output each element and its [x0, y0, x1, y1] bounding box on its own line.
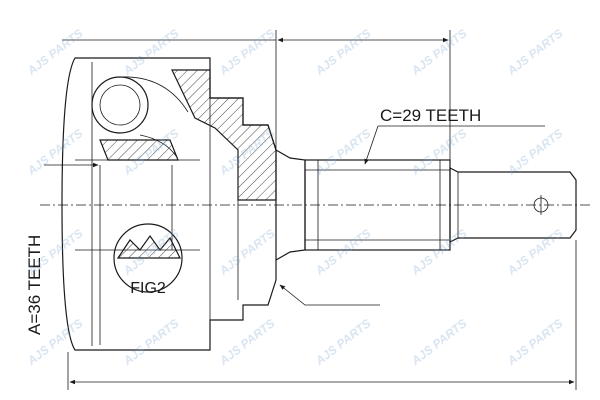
housing-outline: [61, 57, 277, 351]
teeth-c-leader: [364, 125, 379, 165]
fig2-detail-circle: [113, 223, 183, 293]
fig2-teeth-section: [116, 234, 181, 259]
threaded-end: [449, 167, 577, 243]
neck-leader: [279, 284, 380, 306]
ball-track: [119, 76, 189, 113]
cage-section: [99, 139, 179, 161]
fig2-label: FIG2: [130, 280, 166, 297]
housing-section-upper: [171, 69, 277, 201]
ball-inner: [99, 84, 141, 126]
ball-track: [139, 134, 177, 157]
teeth-a-label: A=36 TEETH: [25, 235, 44, 335]
teeth-c-label: C=29 TEETH: [380, 106, 481, 125]
